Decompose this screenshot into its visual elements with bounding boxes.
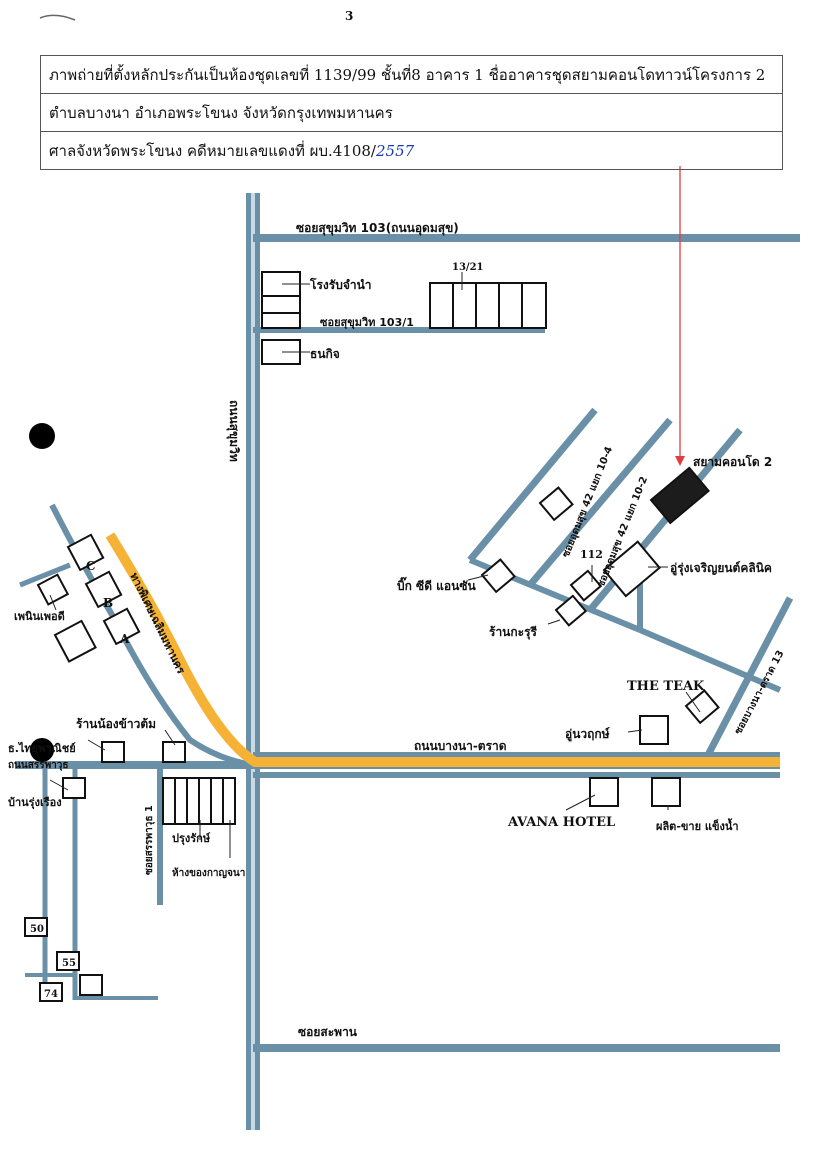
label-prung: ปรุงรักษ์: [172, 832, 211, 846]
hole-dot-top: [29, 423, 55, 449]
label-siam-condo: สยามคอนโด 2: [693, 454, 772, 469]
bldg-garage: [602, 540, 661, 598]
label-13-21: 13/21: [452, 262, 483, 273]
road-connector-2: [638, 627, 782, 693]
bldg-warehouse-2: [261, 295, 301, 314]
header-handwritten-year: 2557: [376, 141, 415, 160]
label-uwutt: อู่นวฤกษ์: [565, 727, 610, 742]
target-siam-condo: [649, 466, 710, 525]
bldg-teak: [684, 689, 720, 725]
scan-mark: [39, 14, 76, 21]
hole-dot-bottom: [30, 738, 54, 762]
header-line-1: ภาพถ่ายที่ตั้งหลักประกันเป็นห้องชุดเลขที…: [49, 65, 766, 84]
header-row-1: ภาพถ่ายที่ตั้งหลักประกันเป็นห้องชุดเลขที…: [41, 56, 782, 94]
road-udomsuk-42-4: [467, 407, 598, 563]
page-number: 3: [345, 9, 353, 23]
label-big-c: บิ๊ก ซีดี แอนซัน: [397, 576, 476, 593]
expressway: [105, 532, 780, 767]
label-55: 55: [62, 958, 76, 969]
bldg-warehouse-3: [261, 312, 301, 329]
label-sanphawut-1: ซอยสรรพาวุธ 1: [144, 805, 155, 875]
label-avana: AVANA HOTEL: [507, 815, 615, 830]
bldg-13-21: [429, 282, 547, 329]
label-noodle: ร้านน้องข้าวต้ม: [76, 717, 156, 731]
label-soi-bottom: ซอยสะพาน: [298, 1025, 358, 1039]
label-dept: ห้างของกาญจนา: [172, 867, 245, 879]
leader-lines: [49, 272, 701, 858]
label-bldg-c: C: [86, 559, 96, 573]
label-rasuri: ร้านกะรุรี: [489, 625, 538, 640]
label-74: 74: [44, 989, 58, 1000]
bldg-c: [66, 533, 105, 572]
header-table: ภาพถ่ายที่ตั้งหลักประกันเป็นห้องชุดเลขที…: [40, 55, 783, 170]
label-soi103: ซอยสุขุมวิท 103(ถนนอุดมสุข): [296, 221, 459, 236]
label-bank: ธนกิจ: [310, 347, 340, 361]
bldg-a: [102, 607, 141, 646]
bldg-phucharoen: [36, 573, 70, 606]
header-line-2: ตำบลบางนา อำเภอพระโขนง จังหวัดกรุงเทพมหา…: [49, 103, 393, 122]
bldg-bank-left: [101, 741, 125, 763]
label-sanphawut-road: ถนนสรรพาวุธ: [8, 760, 69, 771]
label-vertical-main: ถนนสุขุมวิท: [226, 400, 241, 462]
label-warehouse: โรงรับจำนำ: [309, 277, 372, 292]
header-row-2: ตำบลบางนา อำเภอพระโขนง จังหวัดกรุงเทพมหา…: [41, 94, 782, 132]
bldg-74: [39, 982, 63, 1002]
label-garage: อู่รุ่งเจริญยนต์คลินิค: [670, 561, 772, 576]
label-phucharoen: เพนินเพอดี: [14, 610, 65, 623]
bldg-small: [79, 974, 103, 996]
bldg-rasuri: [554, 594, 588, 627]
bldg-112: [569, 569, 603, 602]
bldg-50: [24, 917, 48, 937]
bldg-b: [84, 570, 123, 609]
roads: [15, 193, 800, 1130]
road-bangna-trat-13: [704, 596, 794, 757]
bldg-phalit: [651, 777, 681, 807]
label-soi103-1: ซอยสุขุมวิท 103/1: [320, 316, 414, 330]
bldg-big-c: [480, 558, 516, 594]
label-phalit: ผลิต-ขาย แข็งน้ำ: [656, 818, 739, 833]
label-the-teak: THE TEAK: [627, 679, 705, 694]
bldg-noodle: [162, 741, 186, 763]
label-50: 50: [30, 924, 44, 935]
label-112: 112: [580, 548, 603, 561]
label-bangna-trat: ถนนบางนา-ตราด: [414, 739, 507, 753]
pointer-arrowhead: [675, 456, 685, 466]
road-udomsuk-42-2: [527, 417, 673, 588]
place-labels: โรงรับจำนำ 13/21 ธนกิจ สยามคอนโด 2 บิ๊ก …: [8, 262, 772, 1000]
bldg-rungruang: [62, 777, 86, 799]
label-bldg-b: B: [103, 596, 113, 610]
label-bank-left: ธ.ไทยพาณิชย์: [8, 741, 76, 755]
bldg-55: [56, 951, 80, 971]
road-left-spur: [19, 562, 71, 588]
label-rungruang: บ้านรุ่งเรือง: [8, 796, 62, 810]
bldg-lower-left: [53, 619, 97, 663]
header-row-3: ศาลจังหวัดพระโขนง คดีหมายเลขแดงที่ ผบ.41…: [41, 132, 782, 169]
bldg-avana: [589, 777, 619, 807]
header-line-3: ศาลจังหวัดพระโขนง คดีหมายเลขแดงที่ ผบ.41…: [49, 141, 376, 160]
bldg-diag-1: [538, 486, 574, 522]
label-bldg-a: A: [119, 632, 130, 646]
bldg-uwutt: [639, 715, 669, 745]
buildings: [24, 271, 720, 1002]
